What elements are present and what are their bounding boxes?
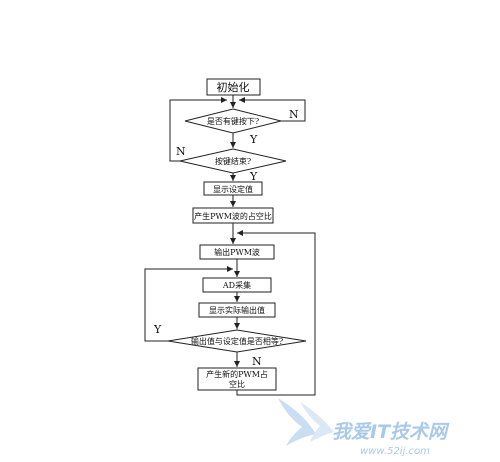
- label-n-1: N: [289, 108, 299, 121]
- ad-sample-label: AD采集: [222, 280, 251, 290]
- new-pwm-label-line2: 空比: [229, 379, 245, 389]
- watermark-logo-icon: [278, 398, 334, 446]
- connector: [236, 230, 316, 396]
- label-n-2: N: [176, 145, 186, 158]
- label-y-3: Y: [153, 323, 162, 336]
- show-setpoint-label: 显示设定值: [213, 184, 253, 194]
- output-pwm-label: 输出PWM波: [214, 247, 260, 257]
- decision-key-pressed-label: 是否有键按下?: [207, 116, 259, 126]
- decision-compare-label: 输出值与设定值是否相等?: [191, 336, 283, 346]
- gen-pwm-duty-label: 产生PWM波的占空比: [194, 211, 272, 221]
- label-n-3: N: [252, 355, 262, 368]
- connector: [169, 97, 227, 162]
- new-pwm-label-line1: 产生新的PWM占: [206, 369, 268, 379]
- start-label: 初始化: [217, 80, 250, 94]
- watermark-url: www.52ij.com: [360, 446, 430, 457]
- decision-key-done-label: 按键结束?: [215, 156, 251, 166]
- show-actual-label: 显示实际输出值: [209, 305, 265, 315]
- label-y-2: Y: [249, 170, 258, 183]
- connector: [239, 97, 306, 122]
- watermark: 我爱IT技术网 www.52ij.com: [278, 398, 450, 457]
- watermark-text: 我爱IT技术网: [332, 421, 450, 443]
- label-y-1: Y: [249, 133, 258, 146]
- connector: [144, 266, 233, 342]
